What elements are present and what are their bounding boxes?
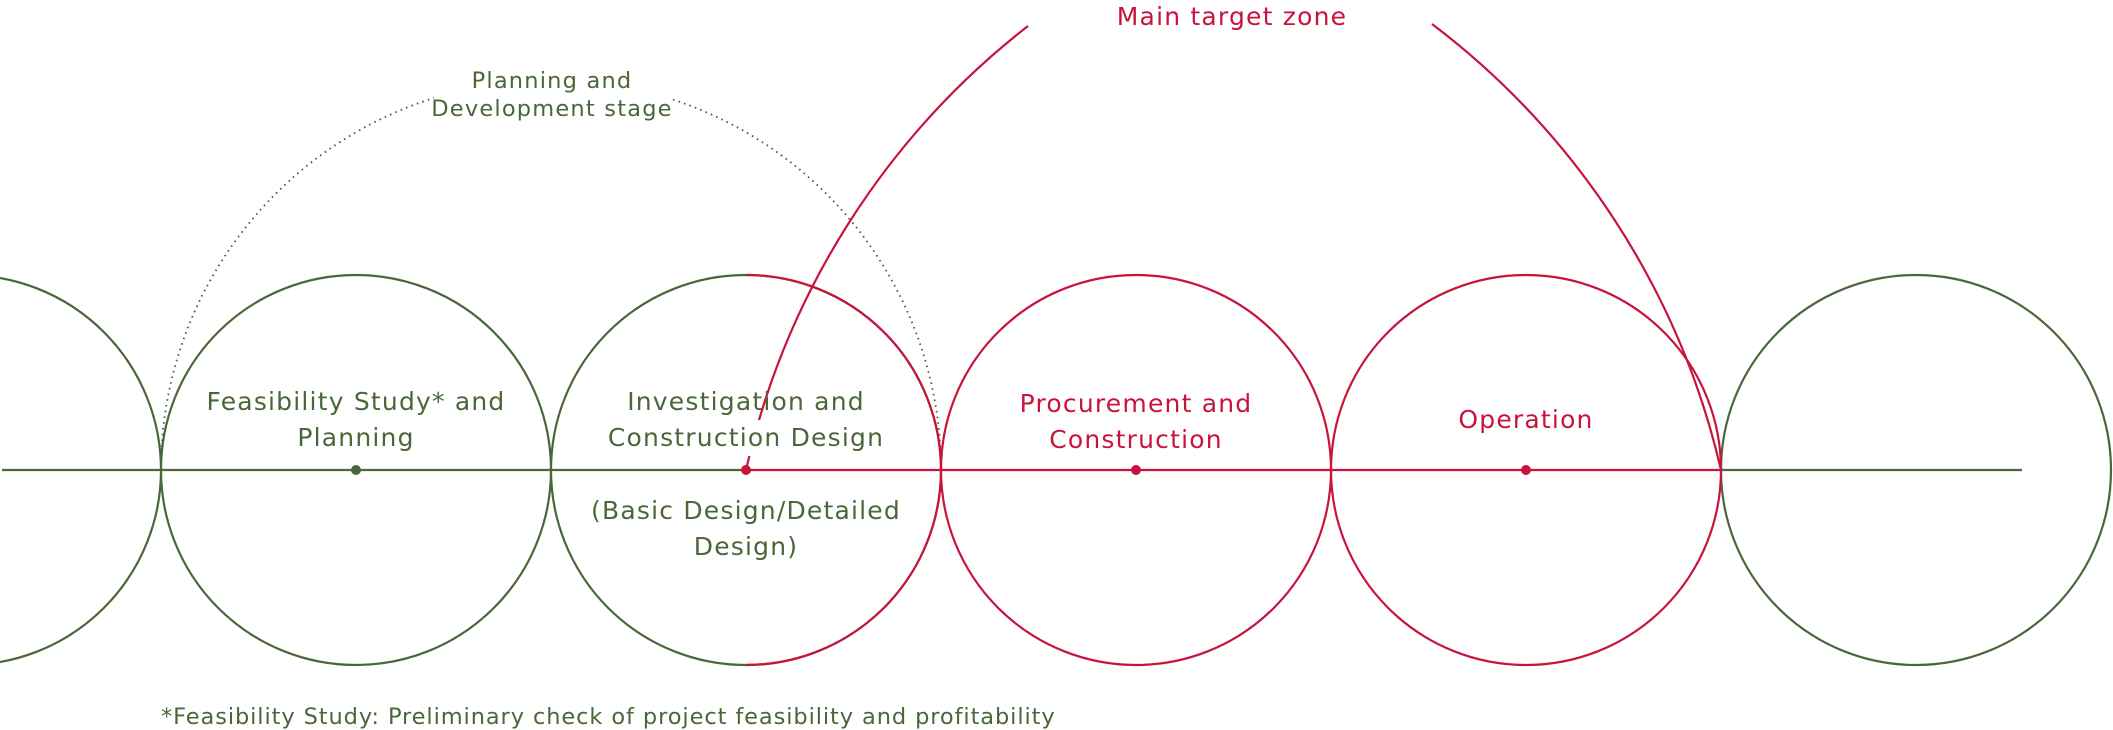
procurement-label-line1: Procurement and xyxy=(1020,389,1253,418)
feasibility-footnote: *Feasibility Study: Preliminary check of… xyxy=(161,704,1056,730)
planning-stage-label-line2: Development stage xyxy=(431,96,672,122)
investigation-sub-label-line1: (Basic Design/Detailed xyxy=(591,496,901,525)
procurement-label-line2: Construction xyxy=(1049,425,1223,454)
feasibility-label-line2: Planning xyxy=(297,423,414,452)
planning-stage-label-bg xyxy=(434,60,670,126)
operation-label: Operation xyxy=(1458,405,1593,434)
investigation-label-line2-bg xyxy=(728,420,766,456)
feasibility-center-dot xyxy=(351,465,361,475)
main-target-zone-arc-right xyxy=(1431,23,1723,471)
main-target-zone-arc-left xyxy=(744,25,1029,471)
operation-center-dot xyxy=(1521,465,1531,475)
investigation-label-line1: Investigation and xyxy=(627,387,865,416)
planning-stage-label-line1: Planning and xyxy=(472,68,633,94)
investigation-label-line2: Construction Design xyxy=(608,423,884,452)
feasibility-label-line1: Feasibility Study* and xyxy=(207,387,506,416)
investigation-sub-label-line2: Design) xyxy=(694,532,798,561)
procurement-center-dot xyxy=(1131,465,1141,475)
investigation-center-dot xyxy=(741,465,751,475)
main-target-zone-label: Main target zone xyxy=(1117,2,1347,31)
